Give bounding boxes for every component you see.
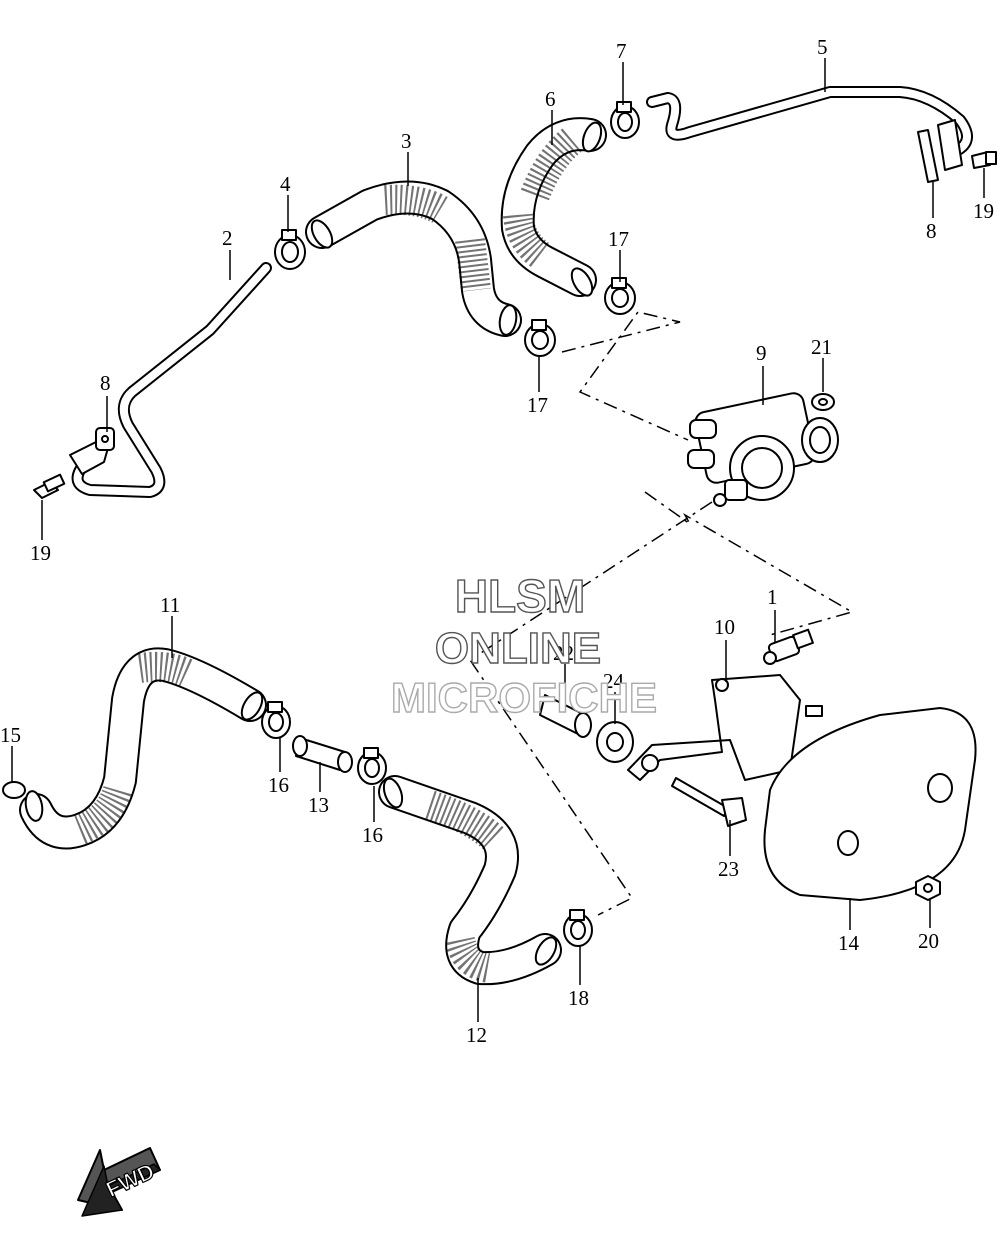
part-6-hose bbox=[500, 117, 607, 297]
callout-15: 15 bbox=[0, 723, 21, 747]
callout-16-right: 16 bbox=[362, 823, 383, 847]
part-7-clamp bbox=[610, 101, 640, 139]
part-11-hose bbox=[19, 647, 267, 850]
part-17-clamp-upper bbox=[604, 277, 636, 315]
callout-8-right: 8 bbox=[926, 219, 937, 243]
part-20-nut bbox=[915, 875, 941, 901]
part-19-bolt-right bbox=[971, 151, 997, 169]
callout-24: 24 bbox=[603, 669, 625, 693]
part-13-joint bbox=[292, 735, 353, 773]
callout-13: 13 bbox=[308, 793, 329, 817]
callout-3: 3 bbox=[401, 129, 412, 153]
callout-20: 20 bbox=[918, 929, 939, 953]
callout-19-right: 19 bbox=[973, 199, 994, 223]
part-12-hose bbox=[378, 775, 562, 986]
part-3-hose bbox=[305, 180, 522, 337]
callout-23: 23 bbox=[718, 857, 739, 881]
callout-11: 11 bbox=[160, 593, 180, 617]
callout-1: 1 bbox=[767, 585, 778, 609]
callout-9: 9 bbox=[756, 341, 767, 365]
callout-8-left: 8 bbox=[100, 371, 111, 395]
callout-5: 5 bbox=[817, 35, 828, 59]
callout-21: 21 bbox=[811, 335, 832, 359]
part-24-grommet bbox=[596, 721, 634, 763]
callout-labels: 1 2 3 4 5 6 7 8 8 9 10 11 12 13 14 15 16… bbox=[0, 35, 994, 1047]
watermark-line-1: HLSM bbox=[455, 570, 585, 622]
callout-10: 10 bbox=[714, 615, 735, 639]
part-19-bolt-left bbox=[33, 473, 66, 499]
part-22-spacer bbox=[539, 694, 592, 738]
part-14-box bbox=[763, 707, 977, 901]
part-16-clamp-right bbox=[357, 747, 387, 785]
leader-lines bbox=[11, 58, 985, 1022]
callout-17-upper: 17 bbox=[608, 227, 629, 251]
part-2-air-pipe bbox=[69, 262, 272, 498]
part-5-air-pipe bbox=[646, 86, 973, 183]
part-18-clamp bbox=[563, 909, 593, 947]
callout-7: 7 bbox=[616, 39, 627, 63]
watermark-line-2: ONLINE bbox=[435, 624, 601, 673]
part-23-bolt bbox=[671, 777, 747, 827]
callout-12: 12 bbox=[466, 1023, 487, 1047]
callout-6: 6 bbox=[545, 87, 556, 111]
part-1-sensor bbox=[763, 628, 814, 665]
watermark-line-3: MICROFICHE bbox=[391, 674, 657, 721]
callout-18: 18 bbox=[568, 986, 589, 1010]
part-21-washer bbox=[811, 393, 835, 411]
callout-22: 22 bbox=[553, 641, 574, 665]
part-9-valve bbox=[687, 392, 839, 507]
callout-19-left: 19 bbox=[30, 541, 51, 565]
watermark: HLSM ONLINE MICROFICHE bbox=[390, 569, 657, 721]
part-17-clamp-lower bbox=[524, 319, 556, 357]
forward-arrow-icon: FWD bbox=[77, 1147, 161, 1217]
assembly-dash-lines bbox=[468, 311, 854, 916]
part-4-clamp bbox=[274, 229, 306, 270]
callout-2: 2 bbox=[222, 226, 233, 250]
part-16-clamp-left bbox=[261, 701, 291, 739]
callout-14: 14 bbox=[838, 931, 860, 955]
callout-4: 4 bbox=[280, 172, 291, 196]
part-15-ring bbox=[2, 781, 26, 799]
part-10-bracket bbox=[627, 674, 823, 781]
callout-17-lower: 17 bbox=[527, 393, 548, 417]
callout-16-left: 16 bbox=[268, 773, 289, 797]
